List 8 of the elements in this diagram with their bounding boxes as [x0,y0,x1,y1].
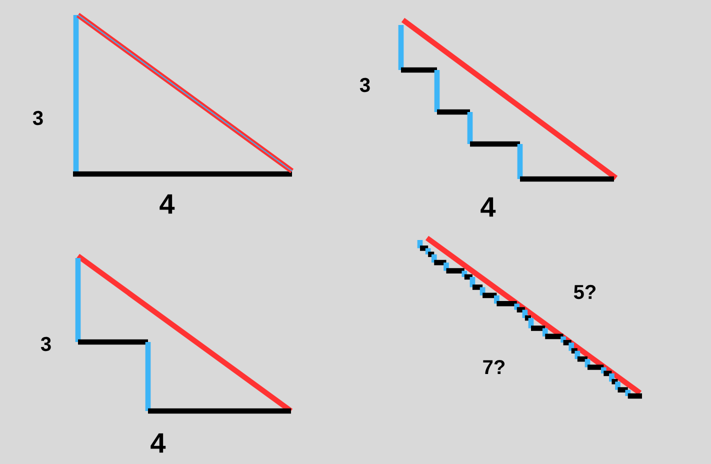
side-label: 7? [483,360,504,374]
side-label: 4 [480,197,496,217]
side-label: 3 [32,110,43,126]
side-label: 5? [574,284,596,300]
side-label: 4 [160,194,175,214]
side-label: 3 [360,78,370,92]
side-label: 3 [40,336,51,352]
side-label: 4 [150,433,166,453]
